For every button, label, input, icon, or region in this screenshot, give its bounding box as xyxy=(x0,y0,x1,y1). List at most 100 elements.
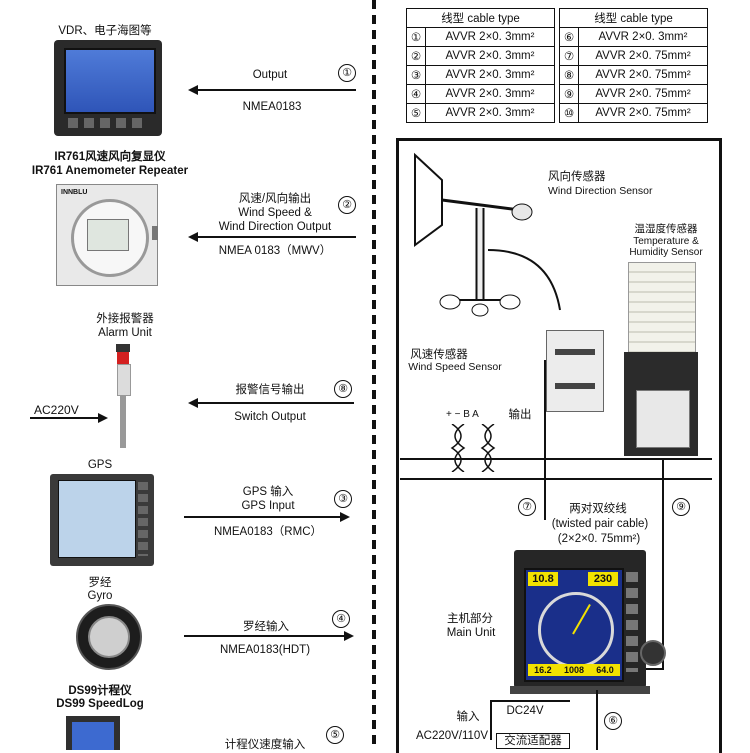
cable-number: ⑤ xyxy=(407,104,426,123)
mast-bracket-image xyxy=(546,330,604,412)
cable-table-header-right: 线型 cable type xyxy=(560,9,708,28)
conn3-label1: GPS 输入 xyxy=(228,485,308,499)
cable-type: AVVR 2×0. 3mm² xyxy=(426,47,555,66)
power-arrow-head xyxy=(98,413,108,423)
wind-speed-sensor-label-en: Wind Speed Sensor xyxy=(400,360,510,374)
gps-label: GPS xyxy=(70,458,130,472)
conn3-number: ③ xyxy=(334,490,352,508)
alarm-power-label: AC220V xyxy=(34,403,94,417)
temp-sensor-label-cn: 温湿度传感器 xyxy=(626,222,706,236)
bus-line-lower xyxy=(400,478,712,480)
vdr-label: VDR、电子海图等 xyxy=(40,24,170,38)
conn4-label2: NMEA0183(HDT) xyxy=(210,643,320,657)
input-label: 输入 xyxy=(450,710,486,724)
power-arrow-line xyxy=(30,417,100,419)
cable-type: AVVR 2×0. 3mm² xyxy=(579,28,708,47)
speedlog-label-cn: DS99计程仪 xyxy=(50,684,150,698)
conn2-label1: 风速/风向输出 xyxy=(220,192,330,206)
conn8-arrow-line xyxy=(198,402,354,404)
screen-direction-readout: 230 xyxy=(588,572,618,586)
table-row: ① AVVR 2×0. 3mm² ⑥ AVVR 2×0. 3mm² xyxy=(407,28,708,47)
cable-number: ⑦ xyxy=(560,47,579,66)
conn3-label2: GPS Input xyxy=(228,499,308,513)
conn3-arrow-line xyxy=(184,516,340,518)
speedlog-device-image xyxy=(66,716,120,750)
main-unit-label-en: Main Unit xyxy=(436,626,506,640)
main-unit-screen: 10.8 230 16.2 1008 64.0 xyxy=(524,568,624,682)
cable-number: ⑨ xyxy=(560,85,579,104)
cable-6-line xyxy=(596,690,598,750)
terminal-labels: + − B A xyxy=(446,408,506,422)
conn2-arrow-line xyxy=(198,236,356,238)
conn8-label1: 报警信号输出 xyxy=(220,383,320,397)
temp-sensor-label-en2: Humidity Sensor xyxy=(616,246,716,260)
conn1-number: ① xyxy=(338,64,356,82)
screen-bottom-value-1: 16.2 xyxy=(534,664,552,676)
speedlog-label-en: DS99 SpeedLog xyxy=(40,697,160,711)
cable-9-vertical xyxy=(662,458,664,670)
cable-type: AVVR 2×0. 3mm² xyxy=(426,66,555,85)
terminal-output-label: 输出 xyxy=(505,408,535,422)
twisted-pair-icons xyxy=(448,424,508,472)
wind-dir-sensor-label-cn: 风向传感器 xyxy=(548,170,618,184)
conn2-label2: Wind Speed & xyxy=(220,206,330,220)
ac-voltage-label: AC220V/110V xyxy=(412,729,492,743)
ac-adapter-box: 交流适配器 xyxy=(496,733,570,749)
gyro-label-en: Gyro xyxy=(70,589,130,603)
cable-number: ⑥ xyxy=(560,28,579,47)
main-unit-label-cn: 主机部分 xyxy=(440,612,500,626)
bus-line-upper xyxy=(400,458,712,460)
conn4-arrow-line xyxy=(184,635,344,637)
temp-sensor-image xyxy=(628,262,696,354)
dashed-separator xyxy=(372,0,376,750)
cable-type: AVVR 2×0. 75mm² xyxy=(579,104,708,123)
cable-type: AVVR 2×0. 3mm² xyxy=(426,85,555,104)
main-unit-mount xyxy=(510,686,650,694)
main-unit-image: 10.8 230 16.2 1008 64.0 xyxy=(514,550,646,688)
conn8-number: ⑧ xyxy=(334,380,352,398)
conn1-label1: Output xyxy=(230,68,310,82)
conn5-number: ⑤ xyxy=(326,726,344,744)
cable-7-vertical xyxy=(544,360,546,520)
screen-bottom-value-3: 64.0 xyxy=(596,664,614,676)
conn1-arrow-line xyxy=(198,89,356,91)
main-unit-knob xyxy=(640,640,666,666)
main-unit-buttons xyxy=(626,572,638,672)
cable-table-header-left: 线型 cable type xyxy=(407,9,555,28)
cable-7-number: ⑦ xyxy=(518,498,536,516)
gyro-device-image xyxy=(76,604,142,670)
twisted-pair-label-cn: 两对双绞线 xyxy=(558,502,638,516)
cable-type: AVVR 2×0. 3mm² xyxy=(426,104,555,123)
cable-type: AVVR 2×0. 3mm² xyxy=(426,28,555,47)
repeater-device-image: INNBLU xyxy=(56,184,158,286)
conn4-label1: 罗经输入 xyxy=(226,620,306,634)
conn8-label2: Switch Output xyxy=(220,410,320,424)
wind-dir-sensor-label-en: Wind Direction Sensor xyxy=(548,184,678,198)
cable-number: ② xyxy=(407,47,426,66)
conn2-number: ② xyxy=(338,196,356,214)
conn4-number: ④ xyxy=(332,610,350,628)
gps-device-image xyxy=(50,474,154,566)
temp-sensor-bracket xyxy=(624,352,698,456)
table-row: ④ AVVR 2×0. 3mm² ⑨ AVVR 2×0. 75mm² xyxy=(407,85,708,104)
table-row: ③ AVVR 2×0. 3mm² ⑧ AVVR 2×0. 75mm² xyxy=(407,66,708,85)
cable-9-number: ⑨ xyxy=(672,498,690,516)
screen-bottom-value-2: 1008 xyxy=(564,664,584,676)
gyro-label-cn: 罗经 xyxy=(80,576,120,590)
table-row: ② AVVR 2×0. 3mm² ⑦ AVVR 2×0. 75mm² xyxy=(407,47,708,66)
repeater-side-knob xyxy=(152,226,158,240)
conn3-arrow-head xyxy=(340,512,350,522)
conn1-arrow-head xyxy=(188,85,198,95)
vdr-device-image xyxy=(54,40,162,136)
table-row: ⑤ AVVR 2×0. 3mm² ⑩ AVVR 2×0. 75mm² xyxy=(407,104,708,123)
repeater-brand: INNBLU xyxy=(61,189,87,196)
cable-number: ⑧ xyxy=(560,66,579,85)
alarm-tower-image xyxy=(116,344,130,448)
cable-9-horizontal xyxy=(646,668,664,670)
conn2-label4: NMEA 0183（MWV） xyxy=(210,244,340,258)
repeater-label-cn: IR761风速风向复显仪 xyxy=(20,150,200,164)
cable-number: ① xyxy=(407,28,426,47)
twisted-pair-size: (2×2×0. 75mm²) xyxy=(544,532,654,546)
conn8-arrow-head xyxy=(188,398,198,408)
alarm-label-en: Alarm Unit xyxy=(80,326,170,340)
